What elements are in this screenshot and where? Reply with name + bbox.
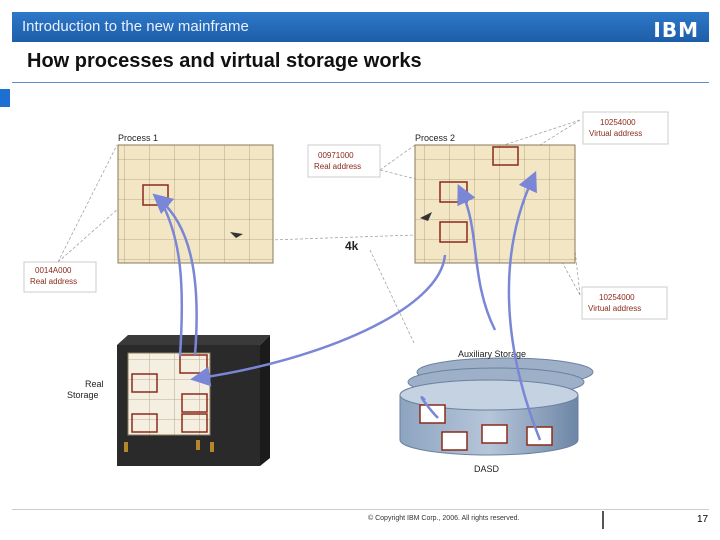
footer-separator	[602, 511, 604, 529]
svg-text:10254000: 10254000	[599, 293, 635, 302]
callout-mid-real: 00971000 Real address	[307, 144, 381, 178]
callout-left-real: 0014A000 Real address	[23, 261, 97, 293]
real-storage-label-2: Storage	[67, 390, 99, 400]
auxiliary-storage-label: Auxiliary Storage	[458, 349, 526, 359]
callout-top-virtual: 10254000 Virtual address	[582, 111, 669, 145]
process1-pointer-icon	[230, 232, 243, 238]
ibm-logo-icon: IBM	[653, 18, 699, 42]
svg-text:00971000: 00971000	[318, 151, 354, 160]
svg-text:Real address: Real address	[314, 162, 361, 171]
svg-text:0014A000: 0014A000	[35, 266, 72, 275]
process2-page-top	[492, 146, 519, 166]
svg-text:10254000: 10254000	[600, 118, 636, 127]
header-banner: Introduction to the new mainframe IBM	[12, 12, 709, 42]
copyright-text: © Copyright IBM Corp., 2006. All rights …	[368, 515, 520, 522]
svg-text:Virtual address: Virtual address	[589, 129, 642, 138]
process2-grid	[414, 144, 576, 264]
real-storage-label-1: Real	[85, 379, 104, 389]
process1-grid	[117, 144, 274, 264]
process2-pointer-icon	[420, 212, 432, 221]
course-title: Introduction to the new mainframe	[22, 18, 249, 35]
svg-text:Virtual address: Virtual address	[588, 304, 641, 313]
dasd-label: DASD	[474, 464, 500, 474]
dasd-stack-icon	[399, 357, 594, 456]
title-divider	[12, 82, 709, 83]
slide-title: How processes and virtual storage works	[27, 50, 422, 72]
page-number: 17	[697, 514, 709, 525]
page-size-label: 4k	[345, 239, 359, 253]
callout-right-virtual: 10254000 Virtual address	[581, 286, 668, 320]
process1-label: Process 1	[118, 133, 158, 143]
accent-marker	[0, 89, 10, 107]
process2-label: Process 2	[415, 133, 455, 143]
svg-text:Real address: Real address	[30, 277, 77, 286]
process2-page-low	[439, 221, 468, 243]
mapping-arrows	[152, 170, 542, 441]
real-storage-cabinet	[117, 335, 270, 466]
footer-divider	[12, 509, 709, 510]
